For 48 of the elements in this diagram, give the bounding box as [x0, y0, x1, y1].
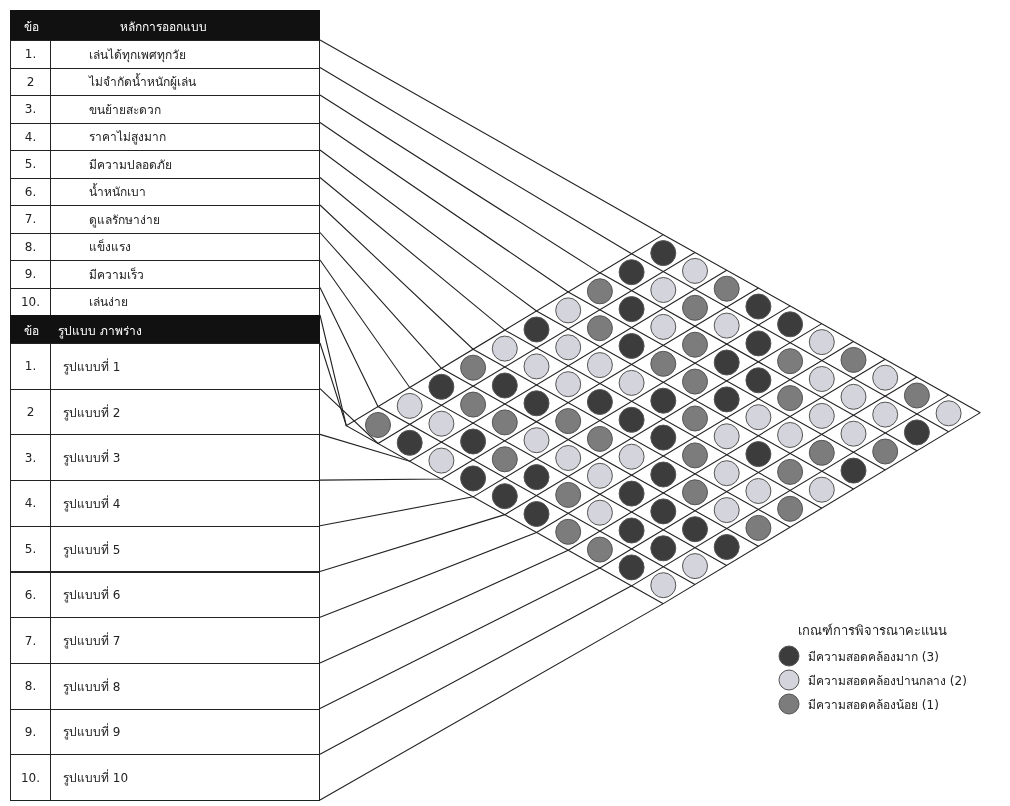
row-number: 4.	[24, 129, 37, 144]
sketch-name-text: รูปแบบที่ 9	[63, 722, 121, 742]
row-number: 6.	[24, 587, 37, 602]
row-number: 8.	[24, 679, 37, 694]
column-heading: ข้อ	[24, 19, 39, 36]
legend-title: เกณฑ์การพิจารณาคะแนน	[798, 622, 947, 640]
design-principle-text: เล่นได้ทุกเพศทุกวัย	[89, 46, 186, 64]
row-number: 5.	[24, 542, 37, 557]
column-heading: ข้อ	[24, 323, 39, 340]
row-number: 7.	[24, 212, 37, 227]
sketch-name-text: รูปแบบที่ 5	[63, 540, 121, 559]
column-heading: รูปแบบ ภาพร่าง	[58, 323, 142, 340]
design-principle-text: ไม่จำกัดน้ำหนักผู้เล่น	[89, 72, 196, 92]
row-number: 9.	[24, 724, 37, 739]
design-principle-text: มีความเร็ว	[89, 266, 144, 284]
design-principle-text: ราคาไม่สูงมาก	[89, 129, 166, 147]
sketch-name-text: รูปแบบที่ 8	[63, 677, 121, 696]
row-number: 9.	[24, 267, 37, 282]
row-number: 8.	[24, 239, 37, 254]
design-principle-text: แข็งแรง	[89, 238, 131, 257]
legend-text: มีความสอดคล้องน้อย (1)	[808, 696, 939, 714]
sketch-name-text: รูปแบบที่ 3	[63, 448, 121, 468]
row-number: 10.	[20, 294, 41, 309]
row-number: 6.	[24, 184, 37, 199]
design-principle-text: มีความปลอดภัย	[89, 156, 172, 174]
design-principle-text: ดูแลรักษาง่าย	[89, 211, 160, 229]
sketch-name-text: รูปแบบที่ 7	[63, 631, 121, 651]
sketch-name-text: รูปแบบที่ 1	[63, 357, 121, 376]
row-number: 7.	[24, 633, 37, 648]
row-number: 3.	[24, 102, 37, 117]
design-principle-text: เล่นง่าย	[89, 294, 128, 312]
row-number: 1.	[24, 359, 37, 374]
sketch-name-text: รูปแบบที่ 10	[63, 768, 129, 788]
sketch-name-text: รูปแบบที่ 4	[63, 494, 121, 513]
row-number: 5.	[24, 157, 37, 172]
design-principle-text: ขนย้ายสะดวก	[89, 101, 161, 119]
row-number: 10.	[20, 770, 41, 785]
sketch-name-text: รูปแบบที่ 6	[63, 585, 121, 605]
sketch-name-text: รูปแบบที่ 2	[63, 403, 121, 422]
row-number: 2	[26, 405, 35, 420]
legend-text: มีความสอดคล้องปานกลาง (2)	[808, 672, 967, 690]
row-number: 2	[26, 74, 35, 89]
row-number: 4.	[24, 496, 37, 511]
design-principle-text: น้ำหนักเบา	[89, 182, 146, 202]
column-heading: หลักการออกแบบ	[120, 19, 207, 36]
row-number: 1.	[24, 47, 37, 62]
legend-text: มีความสอดคล้องมาก (3)	[808, 648, 939, 666]
row-number: 3.	[24, 450, 37, 465]
